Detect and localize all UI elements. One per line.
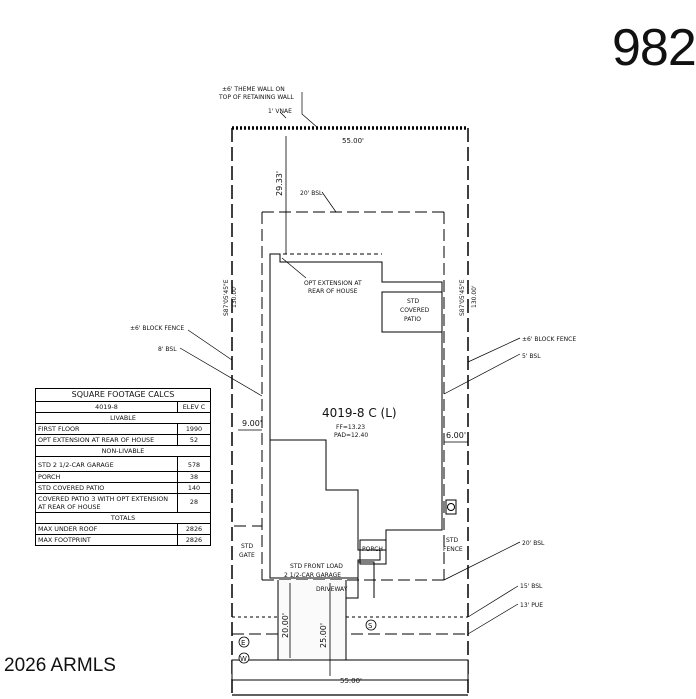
gate-label-2: GATE (239, 552, 255, 559)
ac-unit-fan (447, 503, 455, 511)
block-fence-right-leader (467, 337, 521, 363)
dim-top-label: 55.00' (342, 137, 364, 145)
opt-extension-label-2: REAR OF HOUSE (308, 288, 358, 295)
theme-wall-leader (301, 92, 319, 129)
vnae-leader (279, 111, 287, 119)
calc-row-label: STD COVERED PATIO (38, 484, 105, 492)
calc-row-label: FIRST FLOOR (38, 425, 80, 433)
table-row: MAX FOOTPRINT 2826 (36, 534, 210, 545)
driveway-label: DRIVEWAY (316, 586, 348, 593)
fence-label-1: STD (446, 537, 458, 544)
table-row: FIRST FLOOR 1990 (36, 423, 210, 434)
block-fence-left-label: ±6' BLOCK FENCE (130, 325, 184, 332)
patio-label-1: STD (407, 298, 419, 305)
bsl-20-top-label: 20' BSL (300, 190, 323, 197)
garage-label-2: 2 1/2-CAR GARAGE (284, 572, 341, 579)
garage-label-1: STD FRONT LOAD (290, 563, 343, 570)
house-outline (269, 253, 443, 578)
front-bsl-leader (443, 541, 521, 581)
copyright-text: 2026 ARMLS (4, 655, 116, 676)
porch-outline (359, 539, 387, 565)
table-row: COVERED PATIO 3 WITH OPT EXTENSION AT RE… (36, 493, 210, 512)
bsl-15-leader (467, 585, 519, 618)
calc-row-value: 38 (177, 472, 210, 482)
ff-label: FF=13.23 (336, 424, 365, 431)
calc-row-value: 578 (177, 457, 210, 471)
dim-right-side-label: 6.00' (446, 431, 466, 440)
calc-totals-header: TOTALS (110, 514, 136, 522)
walkway-outline (346, 561, 375, 599)
calc-row-value: 28 (177, 494, 210, 512)
rear-bsl-leader (321, 191, 337, 213)
calc-livable-header: LIVABLE (110, 414, 136, 422)
right-bearing-label-2: 130.00' (471, 285, 478, 308)
vnae-label: 1' VNAE (268, 108, 292, 115)
theme-wall-label-2: TOP OF RETAINING WALL (218, 94, 294, 101)
patio-label-3: PATIO (404, 316, 421, 323)
calc-row-label: STD 2 1/2-CAR GARAGE (38, 461, 114, 469)
fence-label-2: FENCE (443, 546, 463, 553)
water-marker (238, 652, 250, 664)
opt-extension-label-1: OPT EXTENSION AT (304, 280, 362, 287)
table-row: PORCH 38 (36, 471, 210, 482)
table-row: MAX UNDER ROOF 2826 (36, 523, 210, 534)
pad-label: PAD=12.40 (334, 432, 368, 439)
bsl-20-front-label: 20' BSL (522, 540, 545, 547)
calc-row-label: PORCH (38, 473, 61, 481)
calc-row-value: 140 (177, 483, 210, 493)
table-row: STD 2 1/2-CAR GARAGE 578 (36, 456, 210, 471)
electric-marker-label: E (241, 639, 245, 647)
table-row: OPT EXTENSION AT REAR OF HOUSE 52 (36, 434, 210, 445)
calc-header-elev: ELEV C (177, 402, 210, 412)
porch-label: PORCH (362, 546, 383, 553)
pue-leader (467, 603, 519, 635)
ac-unit-icon (445, 499, 457, 515)
dim-bottom-label: 55.00' (340, 677, 362, 685)
left-bearing-label-2: 130.00' (231, 285, 238, 308)
calc-row-value: 1990 (177, 424, 210, 434)
sewer-marker (365, 619, 377, 631)
calc-row-label: OPT EXTENSION AT REAR OF HOUSE (38, 436, 155, 444)
calc-row-value: 52 (177, 435, 210, 445)
dim-left-side-label: 9.00' (242, 419, 262, 428)
calc-title: SQUARE FOOTAGE CALCS (71, 390, 175, 399)
right-bearing-label-1: S87'05'45"E (459, 279, 466, 316)
calc-header-model: 4019-8 (95, 403, 118, 411)
calc-row-value: 2826 (177, 535, 210, 545)
dim-front-25-label: 25.00' (319, 623, 328, 648)
calc-nonlivable-header: NON-LIVABLE (101, 447, 145, 455)
calc-row-label: MAX UNDER ROOF (38, 525, 98, 533)
bsl-5-leader (443, 353, 521, 395)
calc-row-value: 2826 (177, 524, 210, 534)
sidewalk (231, 659, 469, 681)
block-fence-right-label: ±6' BLOCK FENCE (522, 336, 576, 343)
electric-marker (238, 636, 250, 648)
patio-label-2: COVERED (400, 307, 430, 314)
table-row: STD COVERED PATIO 140 (36, 482, 210, 493)
bsl-8-label: 8' BSL (158, 346, 177, 353)
dim-front-20-label: 20.00' (281, 613, 290, 638)
lot-number: 982 (612, 19, 696, 77)
bsl-15-label: 15' BSL (520, 583, 543, 590)
block-fence-left-leader (187, 329, 233, 361)
dim-rear-label: 29.33' (275, 171, 284, 196)
garage-outline (269, 440, 381, 579)
sewer-marker-label: S (368, 622, 373, 630)
opt-extension-leader (281, 257, 307, 279)
calc-row-label: COVERED PATIO 3 WITH OPT EXTENSION AT RE… (38, 495, 169, 511)
gate-label-1: STD (241, 543, 253, 550)
calc-row-label: MAX FOOTPRINT (38, 536, 91, 544)
square-footage-table: SQUARE FOOTAGE CALCS 4019-8 ELEV C LIVAB… (35, 388, 211, 546)
left-bearing-label-1: S87'05'45"E (223, 279, 230, 316)
model-label: 4019-8 C (L) (322, 406, 397, 420)
bsl-8-leader (179, 347, 263, 397)
theme-wall-label-1: ±6' THEME WALL ON (222, 86, 285, 93)
water-marker-label: W (240, 655, 247, 663)
pue-13-label: 13' PUE (520, 602, 543, 609)
bsl-5-label: 5' BSL (522, 353, 541, 360)
covered-patio-outline (381, 291, 443, 333)
